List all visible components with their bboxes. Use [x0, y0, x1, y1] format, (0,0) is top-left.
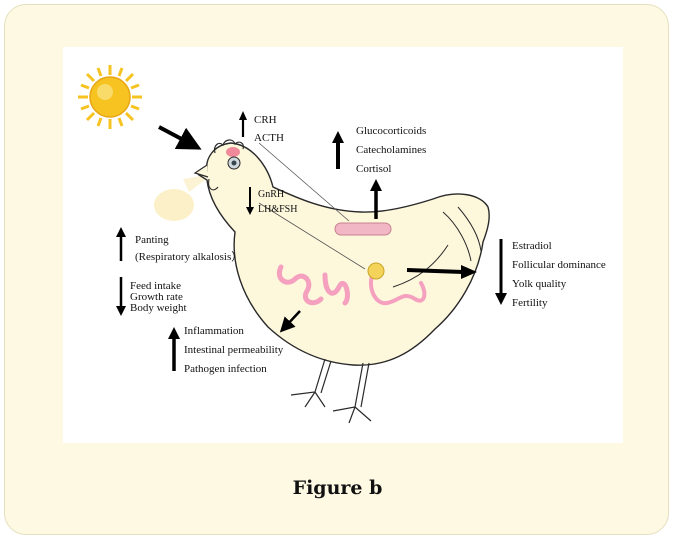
lh-fsh-label: LH&FSH — [258, 204, 297, 215]
hypothalamus — [226, 147, 240, 157]
sun-arrow — [159, 127, 191, 144]
figure-card: CRH ACTH GnRH LH&FSH Glucocorticoids Cat… — [4, 4, 669, 535]
fertility-label: Fertility — [512, 297, 548, 309]
acth-label: ACTH — [254, 132, 284, 144]
hen-heat-stress-diagram: CRH ACTH GnRH LH&FSH Glucocorticoids Cat… — [63, 47, 623, 443]
crh-label: CRH — [254, 114, 277, 126]
sun-icon — [78, 65, 142, 129]
estradiol-label: Estradiol — [512, 240, 552, 252]
gnrh-label: GnRH — [258, 189, 284, 200]
panting-up-arrow — [116, 227, 126, 261]
growth-down-arrow — [116, 277, 126, 316]
inflammation-label: Inflammation — [184, 325, 244, 337]
follicular-dominance-label: Follicular dominance — [512, 259, 606, 271]
hen-legs — [291, 359, 371, 423]
yolk-quality-label: Yolk quality — [512, 278, 567, 290]
inflammation-up-arrow — [168, 327, 180, 371]
stress-hormones-up-arrow — [332, 131, 344, 169]
respiratory-alkalosis-label: (Respiratory alkalosis） — [135, 250, 242, 263]
breath-puff-icon — [154, 174, 213, 221]
reproductive-down-arrow — [495, 239, 507, 305]
panting-label: Panting — [135, 234, 169, 246]
pathogen-infection-label: Pathogen infection — [184, 363, 267, 375]
cortisol-label: Cortisol — [356, 163, 391, 175]
intestinal-permeability-label: Intestinal permeability — [184, 344, 284, 356]
catecholamines-label: Catecholamines — [356, 144, 426, 156]
adrenal-gland — [335, 223, 391, 235]
ovary-icon — [368, 263, 384, 279]
eye-icon — [228, 157, 240, 169]
body-weight-label: Body weight — [130, 302, 187, 314]
figure-caption: Figure b — [5, 477, 670, 499]
figure-image: CRH ACTH GnRH LH&FSH Glucocorticoids Cat… — [63, 47, 623, 443]
glucocorticoids-label: Glucocorticoids — [356, 125, 426, 137]
crh-up-arrow — [239, 111, 247, 137]
